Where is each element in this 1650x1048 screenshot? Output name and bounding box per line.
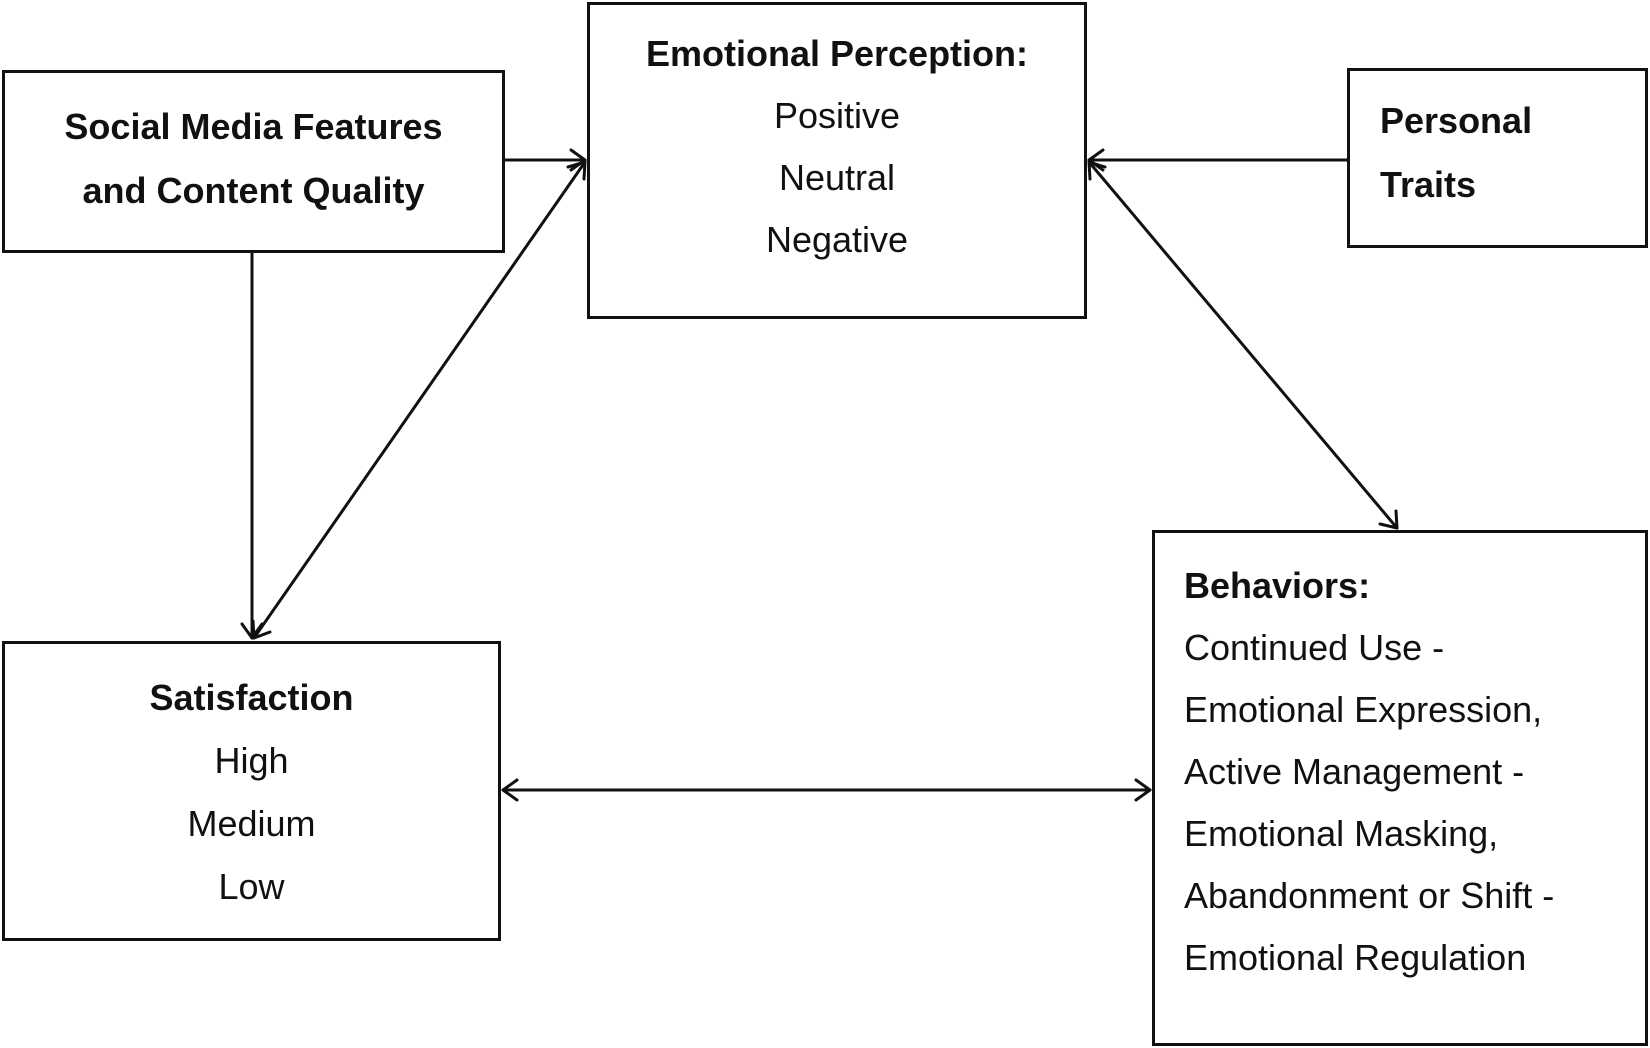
edge-traits-to-emotion [1087, 148, 1349, 172]
satisfaction-item: High [214, 740, 289, 781]
behaviors-item: Active Management - [1184, 751, 1525, 792]
behaviors-item: Emotional Expression, [1184, 689, 1543, 730]
behaviors-item: Emotional Masking, [1184, 813, 1499, 854]
personal-traits-line-2: Traits [1380, 164, 1477, 205]
emotional-perception-item: Negative [765, 219, 909, 260]
social-media-line-1: Social Media Features [64, 106, 443, 147]
node-personal-traits: Personal Traits [1347, 68, 1648, 248]
satisfaction-title: Satisfaction [149, 677, 354, 718]
node-satisfaction: Satisfaction High Medium Low [2, 641, 501, 941]
edge-satisfaction-behaviors [501, 778, 1152, 802]
node-emotional-perception: Emotional Perception: Positive Neutral N… [587, 2, 1087, 319]
edge-social-to-satisfaction [240, 251, 264, 640]
behaviors-item: Emotional Regulation [1184, 937, 1527, 978]
satisfaction-item: Medium [187, 803, 316, 844]
emotional-perception-item: Positive [773, 95, 901, 136]
node-social-media: Social Media Features and Content Qualit… [2, 70, 505, 253]
behaviors-item: Continued Use - [1184, 627, 1445, 668]
edge-social-to-emotion [503, 148, 587, 172]
satisfaction-item: Low [218, 866, 285, 907]
node-behaviors: Behaviors: Continued Use - Emotional Exp… [1152, 530, 1648, 1046]
behaviors-item: Abandonment or Shift - [1184, 875, 1555, 916]
behaviors-title: Behaviors: [1184, 565, 1371, 606]
social-media-line-2: and Content Quality [82, 170, 425, 211]
emotional-perception-title: Emotional Perception: [645, 33, 1029, 74]
emotional-perception-item: Neutral [778, 157, 896, 198]
personal-traits-line-1: Personal [1380, 100, 1533, 141]
